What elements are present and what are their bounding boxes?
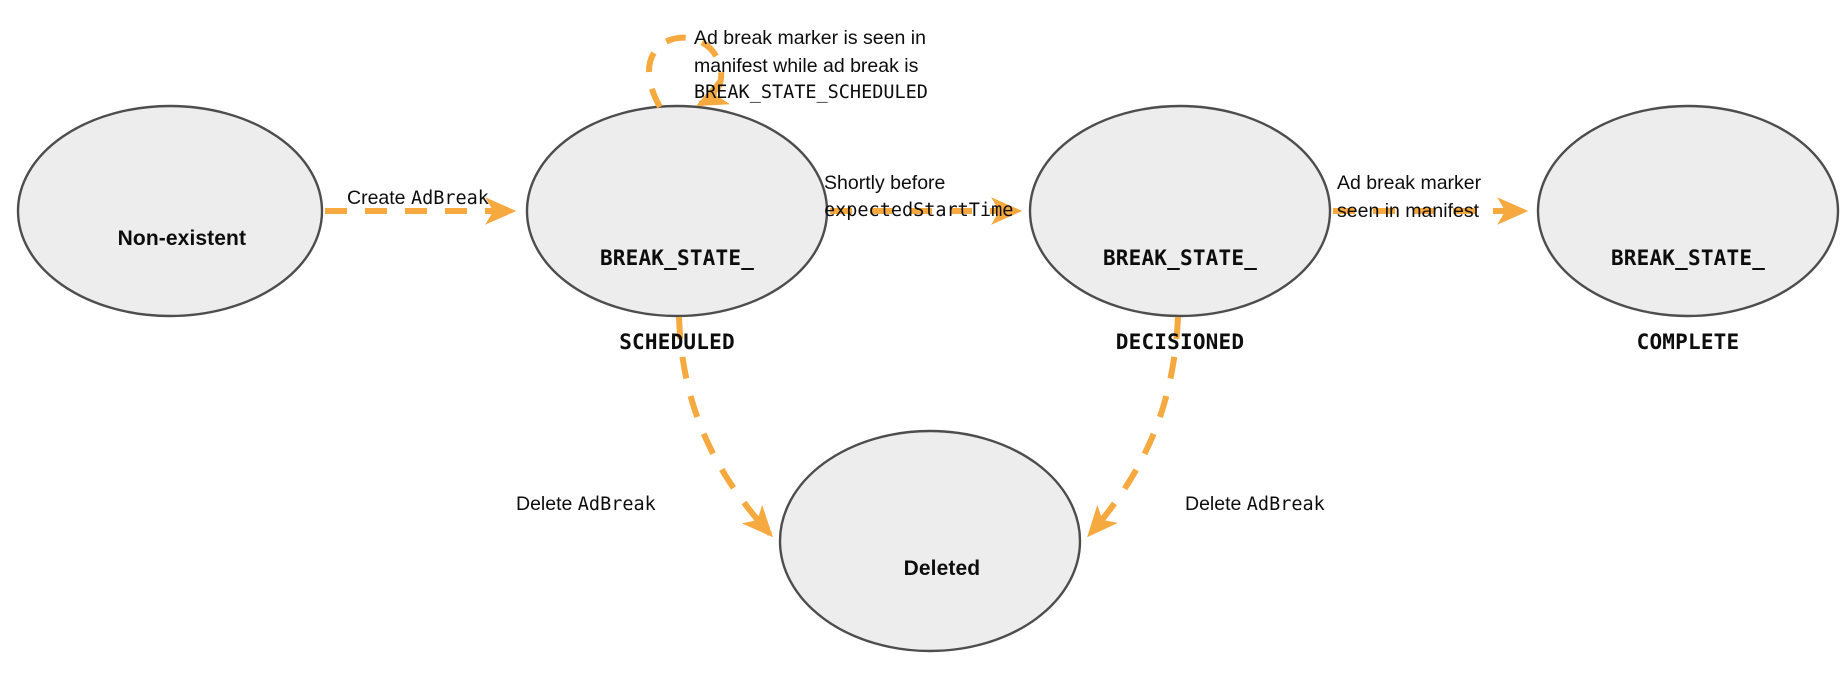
node-break-state-complete[interactable]	[1536, 104, 1840, 318]
node-non-existent[interactable]	[16, 104, 324, 318]
node-break-state-scheduled[interactable]	[525, 104, 829, 318]
node-deleted[interactable]	[778, 429, 1082, 653]
node-break-state-decisioned[interactable]	[1028, 104, 1332, 318]
edge-delete-adbreak-from-scheduled[interactable]	[676, 316, 773, 538]
edge-delete-adbreak-from-decisioned[interactable]	[1087, 316, 1181, 538]
edge-marker-seen-self-loop[interactable]	[645, 34, 731, 109]
